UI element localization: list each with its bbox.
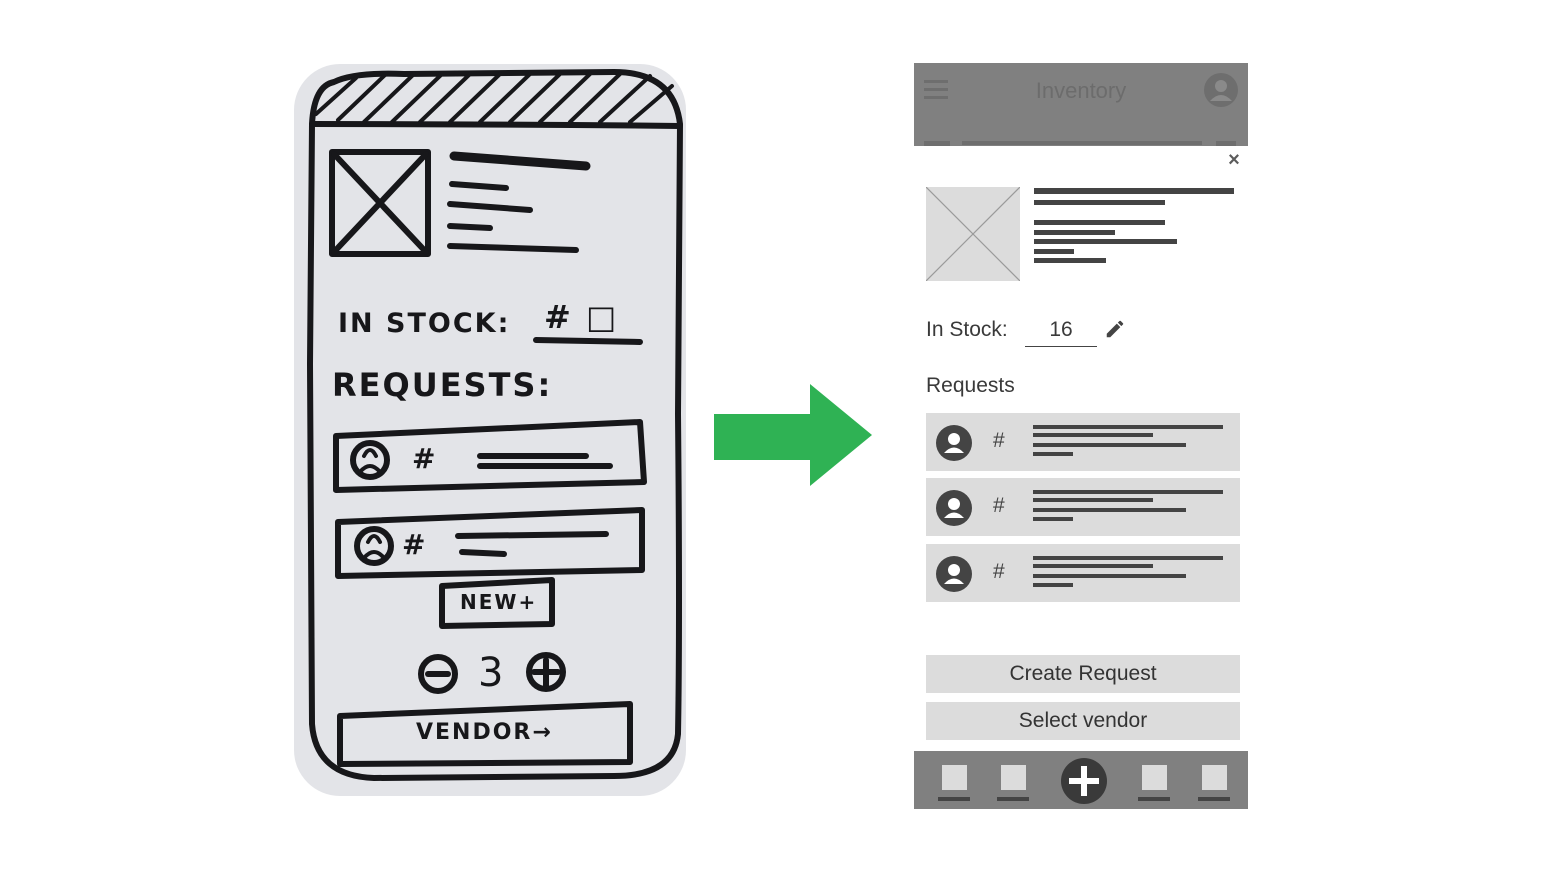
add-plus-icon[interactable] (1061, 758, 1107, 804)
item-text-line (1034, 239, 1177, 244)
sketch-request-hash-2: # (402, 528, 428, 561)
search-bar-area (914, 119, 1248, 146)
close-icon[interactable]: × (1228, 149, 1240, 171)
request-quantity: # (993, 560, 1005, 583)
create-request-button[interactable]: Create Request (926, 655, 1240, 693)
sketch-mockup: IN STOCK: # □ REQUESTS: # # NEW+ 3 VENDO… (294, 64, 686, 796)
edit-pencil-icon[interactable] (1104, 318, 1126, 340)
sketch-in-stock-value: # □ (544, 298, 619, 336)
item-text-line (1034, 249, 1074, 254)
request-text-line (1033, 425, 1223, 429)
user-avatar-icon (936, 490, 972, 526)
wireframe-mockup: Inventory × In Stock: 16 Requests (914, 63, 1248, 809)
request-text-line (1033, 490, 1223, 494)
nav-tab[interactable] (1138, 765, 1170, 801)
request-text-line (1033, 508, 1186, 512)
request-text-line (1033, 574, 1186, 578)
requests-heading: Requests (926, 374, 1015, 397)
request-text-line (1033, 517, 1073, 521)
search-icon (1216, 141, 1236, 146)
request-text-line (1033, 443, 1186, 447)
in-stock-label: In Stock: (926, 318, 1008, 341)
request-text-line (1033, 556, 1223, 560)
bottom-nav (914, 751, 1248, 809)
request-row[interactable]: # (926, 544, 1240, 602)
user-avatar-icon (936, 556, 972, 592)
sketch-requests-label: REQUESTS: (332, 366, 553, 404)
item-text-line (1034, 230, 1115, 235)
nav-tab[interactable] (1198, 765, 1230, 801)
transition-arrow-icon (714, 384, 872, 486)
item-text-line (1034, 258, 1106, 263)
item-text-line (1034, 200, 1165, 205)
app-header: Inventory (914, 63, 1248, 119)
hamburger-menu-icon[interactable] (924, 80, 948, 100)
sketch-in-stock-label: IN STOCK: (338, 308, 511, 339)
request-text-line (1033, 583, 1073, 587)
profile-avatar-icon[interactable] (1204, 73, 1238, 107)
item-title-line (1034, 188, 1234, 194)
nav-tab[interactable] (938, 765, 970, 801)
request-text-line (1033, 498, 1153, 502)
request-row[interactable]: # (926, 478, 1240, 536)
nav-tab[interactable] (997, 765, 1029, 801)
item-detail-sheet: × In Stock: 16 Requests # (914, 146, 1248, 751)
header-title: Inventory (1035, 78, 1127, 103)
item-text-line (1034, 220, 1165, 225)
user-avatar-icon (936, 425, 972, 461)
request-quantity: # (993, 494, 1005, 517)
item-image-placeholder (925, 186, 1021, 282)
in-stock-field[interactable]: 16 (1025, 318, 1097, 347)
sketch-vendor-button: VENDOR→ (416, 720, 553, 745)
request-row[interactable]: # (926, 413, 1240, 471)
sketch-drawing (307, 69, 683, 781)
search-field (962, 141, 1202, 145)
sketch-request-hash-1: # (412, 442, 438, 475)
sketch-new-button: NEW+ (460, 590, 538, 614)
request-text-line (1033, 564, 1153, 568)
request-text-line (1033, 433, 1153, 437)
sketch-stepper-value: 3 (478, 650, 506, 696)
request-text-line (1033, 452, 1073, 456)
request-quantity: # (993, 429, 1005, 452)
filter-icon (924, 141, 950, 146)
select-vendor-button[interactable]: Select vendor (926, 702, 1240, 740)
